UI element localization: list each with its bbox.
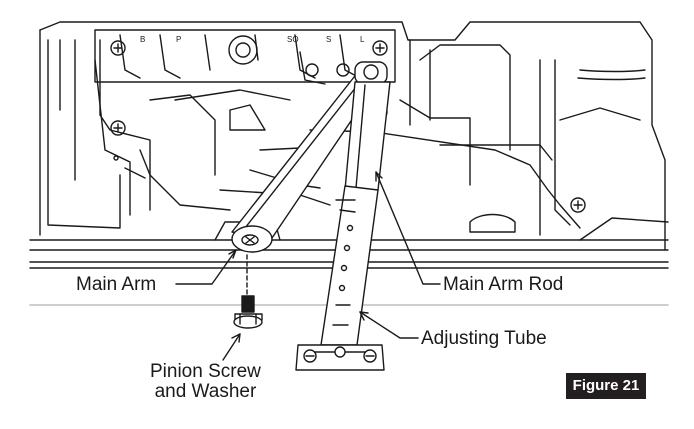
pinion-screw-label-line1: Pinion Screw <box>150 361 261 382</box>
pinion-screw <box>233 254 263 329</box>
pinion-screw-label-line2: and Washer <box>154 381 257 402</box>
main-arm-leader <box>175 249 237 285</box>
main-arm-rod-label: Main Arm Rod <box>443 274 564 295</box>
figure-number-badge: Figure 21 <box>566 373 646 399</box>
main-arm-rod-leader <box>375 171 441 285</box>
adjusting-tube <box>295 185 385 371</box>
closer-body <box>39 21 666 251</box>
main-arm-label: Main Arm <box>76 274 157 295</box>
adjusting-tube-label: Adjusting Tube <box>421 328 547 349</box>
pinion-leader <box>222 333 241 361</box>
callout-leaders <box>175 171 441 361</box>
adjusting-tube-leader <box>359 311 419 339</box>
pinion-screw-label: Pinion Screw and Washer <box>150 362 261 402</box>
main-arm <box>231 61 388 253</box>
